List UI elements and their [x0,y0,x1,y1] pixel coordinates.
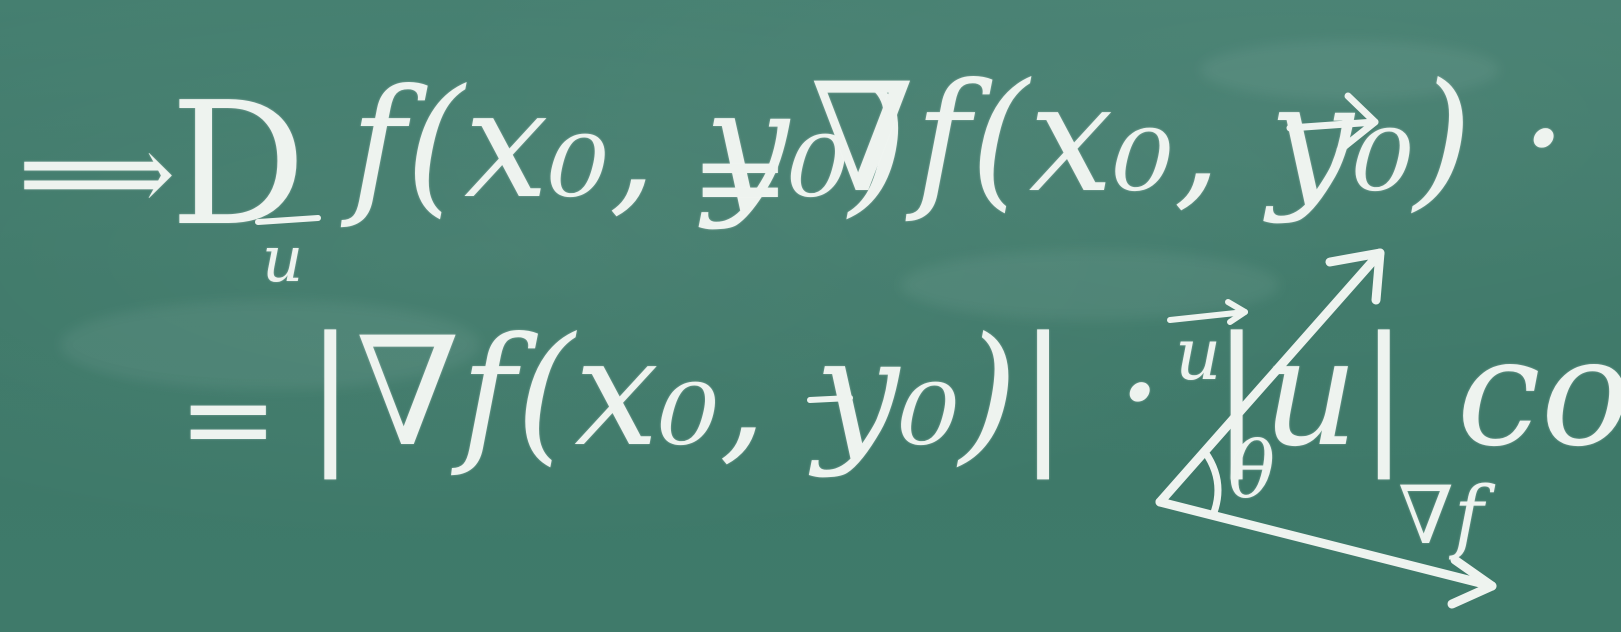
vector-u-label-arrow [1167,309,1248,323]
chalk-smudge [60,300,480,390]
angle-arc [1201,448,1222,519]
subscript-u: u [262,223,304,297]
lhs-function: f(x₀, y₀) [350,58,908,232]
vector-u-line [1155,248,1385,507]
equals-sign-2: = [178,350,279,489]
vector-u-label-arrowhead [1225,299,1248,325]
implies-arrow: ⟹ [18,109,176,237]
equals-sign-1: = [690,108,791,247]
gradient-vector-arrowhead [1447,555,1497,609]
rhs-u-arrow [1286,118,1379,132]
chalk-smudge [900,250,1280,320]
subscript-u-arrow [255,215,321,225]
line2-u-arrow [807,395,853,403]
gradient-label: ∇f [1398,469,1484,562]
vector-u-label: u [1175,312,1222,396]
vector-u-arrowhead [1325,248,1385,305]
gradient-dot-u: ∇f(x₀, y₀) · u [810,52,1621,226]
angle-theta-label: θ [1228,426,1275,516]
rhs-u-arrowhead [1336,92,1379,154]
magnitude-expression: |∇f(x₀, y₀)| · |u| cosθ [305,306,1621,480]
chalk-smudge [1200,40,1500,100]
